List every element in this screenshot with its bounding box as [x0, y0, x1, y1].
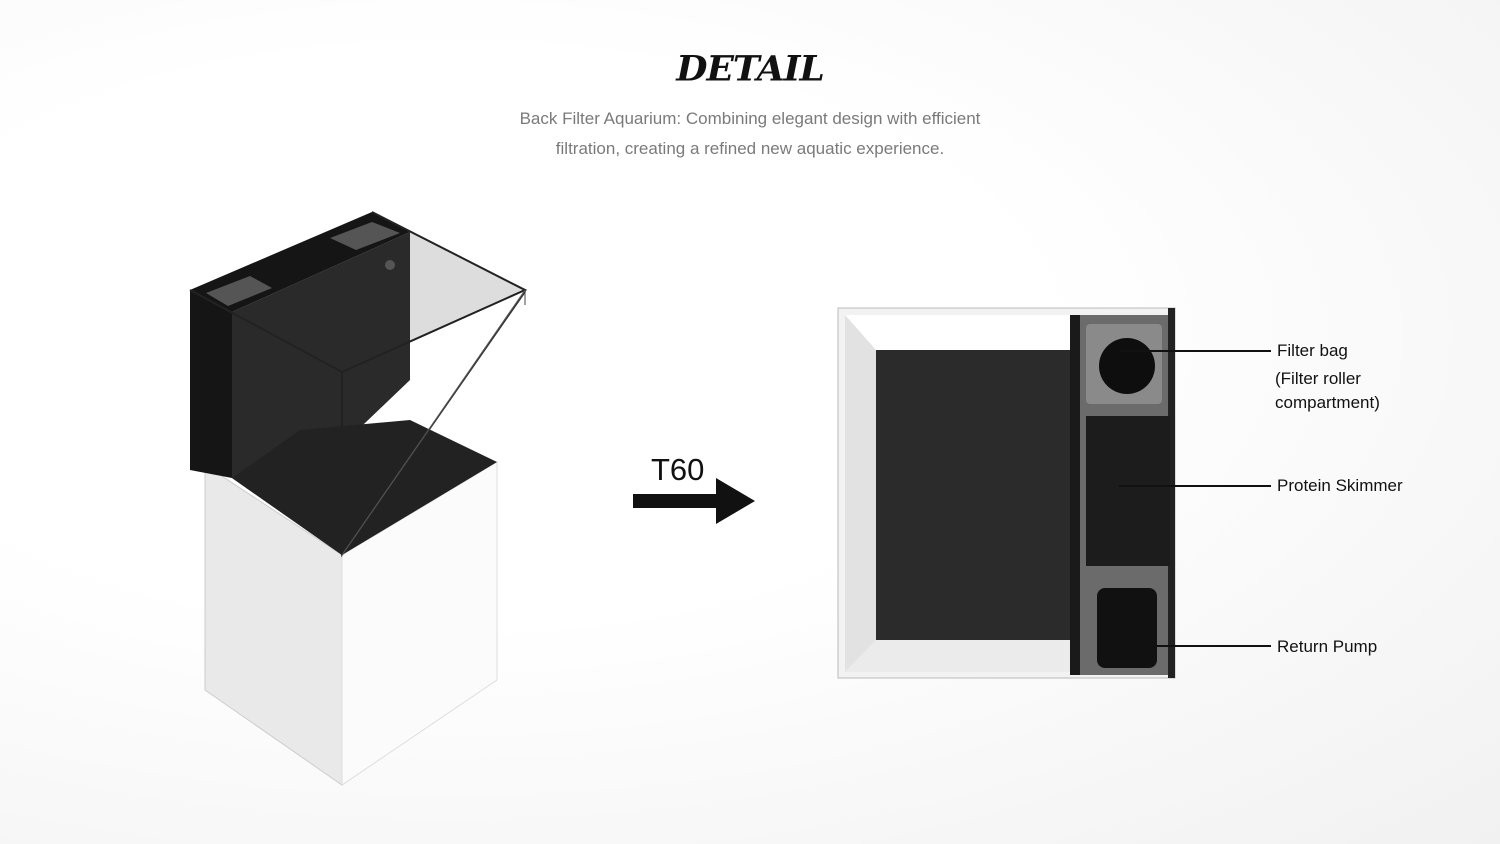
aquarium-perspective-image — [189, 211, 528, 786]
callout-filter-bag: Filter bag (Filter roller compartment) — [1275, 339, 1380, 415]
callout-return-pump: Return Pump — [1277, 637, 1378, 656]
subtitle-line-1: Back Filter Aquarium: Combining elegant … — [519, 109, 981, 128]
callout-protein-skimmer: Protein Skimmer — [1277, 476, 1403, 495]
callout-label: Filter bag — [1277, 341, 1348, 360]
page-subtitle: Back Filter Aquarium: Combining elegant … — [450, 104, 1050, 164]
arrow-right-icon — [633, 478, 755, 524]
callout-sublabel-1: (Filter roller — [1275, 369, 1361, 388]
page-title: DETAIL — [676, 49, 825, 89]
subtitle-line-2: filtration, creating a refined new aquat… — [555, 139, 945, 158]
aquarium-top-view-image — [837, 307, 1176, 679]
callout-sublabel-2: compartment) — [1275, 393, 1380, 412]
model-label: T60 — [651, 452, 705, 487]
